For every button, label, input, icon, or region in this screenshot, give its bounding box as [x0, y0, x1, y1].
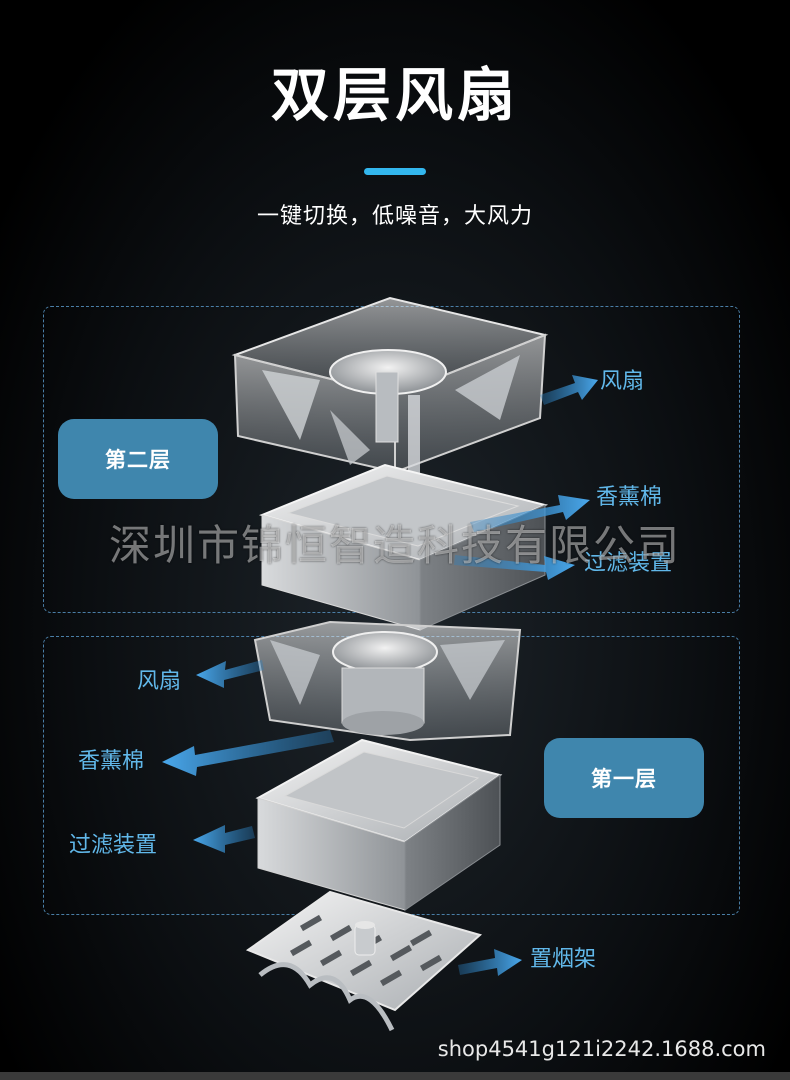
- cigarette-stand: [245, 890, 483, 1032]
- arrow-first-fan: [196, 660, 264, 688]
- first-layer-fan: [253, 620, 522, 742]
- title-accent-bar: [364, 168, 426, 175]
- company-watermark: 深圳市锦恒智造科技有限公司: [108, 521, 681, 570]
- callout-arrows: [162, 375, 598, 976]
- second-layer-tray: [258, 463, 549, 631]
- shop-url: shop4541g121i2242.1688.com: [437, 1037, 766, 1061]
- bottom-strip: [0, 1072, 790, 1080]
- second-layer-aroma-label: 香薰棉: [596, 485, 663, 510]
- first-layer-filter-label: 过滤装置: [69, 833, 158, 858]
- arrow-stand: [458, 949, 522, 976]
- first-layer-tray: [255, 738, 503, 911]
- stand-label: 置烟架: [530, 947, 597, 972]
- second-layer-badge: 第二层: [58, 419, 218, 499]
- arrow-first-filter: [193, 825, 255, 853]
- page-subtitle: 一键切换，低噪音，大风力: [256, 204, 533, 229]
- second-layer-fan-label: 风扇: [600, 369, 645, 394]
- second-layer-filter-label: 过滤装置: [584, 551, 673, 576]
- first-layer-fan-label: 风扇: [137, 669, 182, 694]
- arrow-second-fan: [540, 375, 598, 405]
- second-layer-fan: [231, 296, 549, 485]
- arrow-second-filter: [454, 555, 575, 580]
- first-layer-badge: 第一层: [544, 738, 704, 818]
- arrow-second-aroma: [470, 495, 590, 532]
- first-layer-aroma-label: 香薰棉: [78, 749, 145, 774]
- arrow-first-aroma: [162, 730, 334, 776]
- page-title: 双层风扇: [270, 61, 519, 129]
